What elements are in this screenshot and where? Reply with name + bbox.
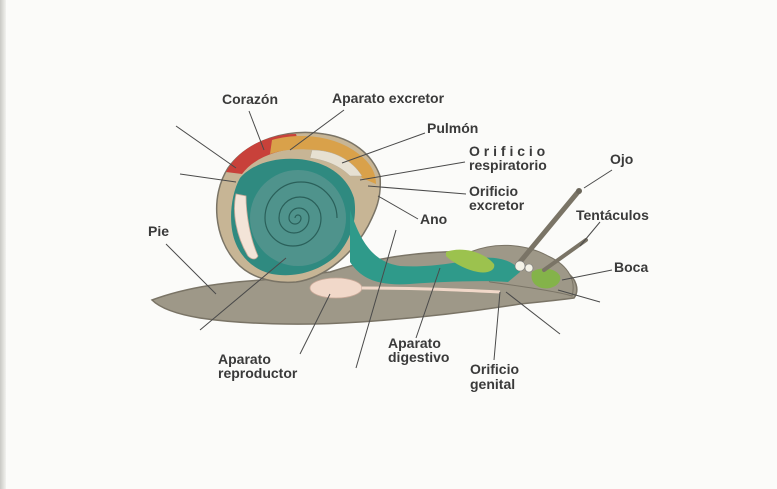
short-tentacle [544,240,586,270]
label-aparato-excretor: Aparato excretor [332,90,445,106]
label-aparato-reproductor-2: reproductor [218,365,298,381]
eye-dot [576,188,582,194]
leader-blank-1 [176,126,236,168]
label-orificio-respiratorio-2: respiratorio [469,157,547,173]
leader-ano [378,196,418,219]
label-orificio-excretor-2: excretor [469,197,525,213]
label-boca: Boca [614,259,648,275]
label-ojo: Ojo [610,151,633,167]
ganglia [515,261,525,271]
label-pie: Pie [148,223,169,239]
label-aparato-digestivo-2: digestivo [388,349,449,365]
label-ano: Ano [420,211,447,227]
leader-ojo [584,170,612,188]
leader-excretor-orificio [368,186,466,194]
leader-tentaculos [580,222,600,246]
label-orificio-genital-2: genital [470,376,515,392]
reproductive-organ [310,278,362,298]
ganglia-2 [525,264,533,272]
label-pulmon: Pulmón [427,120,478,136]
leader-pie [166,244,216,294]
label-tentaculos: Tentáculos [576,207,649,223]
label-orificio-genital-1: Orificio [470,361,519,377]
label-corazon: Corazón [222,91,278,107]
